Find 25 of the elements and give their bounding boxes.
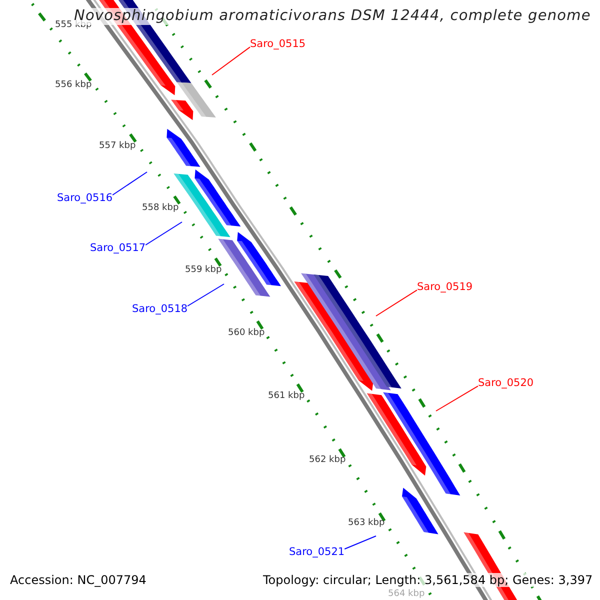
tick-label: 560 kbp bbox=[228, 328, 265, 339]
gene-label: Saro_0517 bbox=[90, 242, 146, 254]
tick-label: 558 kbp bbox=[142, 203, 179, 214]
leader-line bbox=[212, 46, 250, 76]
gene-label: Saro_0516 bbox=[57, 192, 113, 204]
gene-label: Saro_0521 bbox=[289, 546, 345, 558]
footer-text: Topology: circular; Length: 3,561,584 bp; Genes: 3,397 bbox=[262, 573, 594, 587]
gene-label: Saro_0515 bbox=[250, 38, 306, 50]
leader-line bbox=[376, 290, 418, 316]
tick-label: 561 kbp bbox=[268, 391, 305, 402]
leader-line bbox=[145, 222, 182, 246]
leader-line bbox=[436, 386, 478, 412]
gene-label: Saro_0520 bbox=[478, 377, 534, 390]
tick-label: 563 kbp bbox=[348, 518, 385, 529]
leader-line bbox=[344, 536, 376, 550]
leader-line bbox=[112, 172, 148, 196]
gene-label: Saro_0518 bbox=[132, 303, 188, 316]
footer-text: Accession: NC_007794 bbox=[9, 573, 148, 587]
tick-label: 564 kbp bbox=[388, 589, 425, 600]
tick-label: 556 kbp bbox=[55, 80, 92, 91]
leader-line bbox=[187, 284, 224, 306]
tick-label: 562 kbp bbox=[309, 455, 346, 466]
tick-label: 557 kbp bbox=[99, 141, 136, 152]
gene-label: Saro_0519 bbox=[417, 281, 473, 294]
tick-label: 559 kbp bbox=[185, 265, 222, 276]
